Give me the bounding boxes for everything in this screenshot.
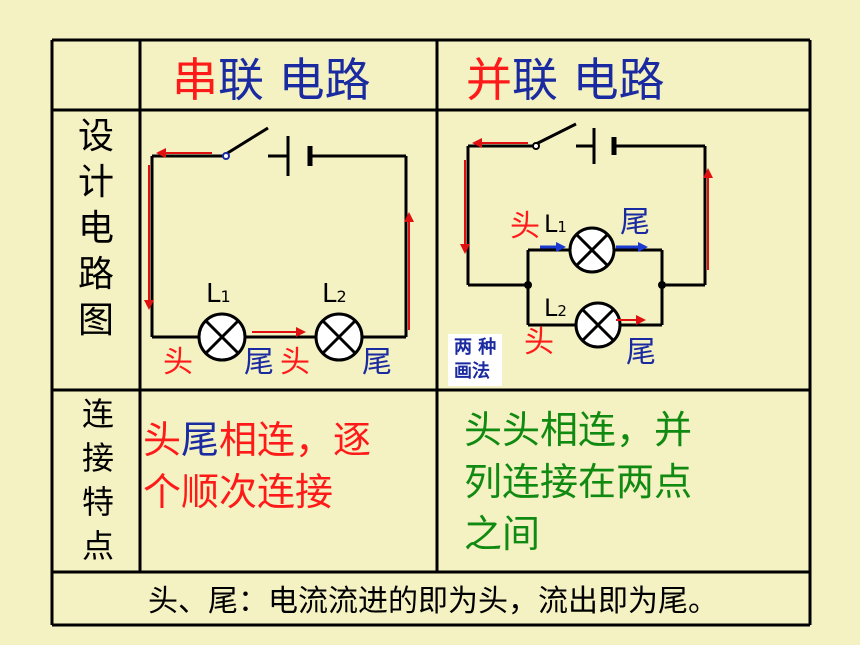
row-label-char: 连: [81, 395, 114, 433]
parallel-lamp-2-label: L2: [544, 294, 567, 322]
series-title: 串联 电路: [172, 53, 371, 107]
series-head-label: 头: [163, 345, 193, 380]
parallel-blue-arrows: [540, 242, 648, 252]
row-label-features: 连 接 特 点: [70, 392, 126, 568]
footer-definition: 头、尾：电流流进的即为头，流出即为尾。: [148, 584, 718, 619]
parallel-head-label: 头: [524, 325, 554, 360]
series-head-label: 头: [280, 345, 310, 380]
parallel-title: 并联 电路: [466, 53, 665, 107]
series-switch-pivot: [222, 152, 230, 160]
row-label-char: 电: [77, 208, 114, 249]
row-label-char: 设: [77, 116, 114, 157]
series-feature-tail: 尾: [181, 418, 220, 462]
series-lamp-2-label: L2: [322, 279, 347, 309]
parallel-tail-label: 尾: [620, 205, 650, 240]
parallel-lamp-1-label: L1: [544, 210, 567, 238]
parallel-lamp-2: [574, 301, 622, 349]
two-methods-note: 两 种 画法: [448, 334, 503, 386]
row-label-char: 计: [77, 162, 114, 203]
row-label-char: 接: [81, 439, 114, 477]
parallel-tail-label: 尾: [626, 335, 656, 370]
table-grid: [50, 38, 812, 627]
series-feature-line2: 个顺次连接: [143, 470, 334, 514]
row-label-char: 特: [81, 483, 114, 521]
series-feature-rest: 相连，逐: [219, 418, 372, 462]
parallel-features-text: 头头相连，并 列连接在两点 之间: [464, 404, 804, 560]
row-label-char: 路: [77, 254, 114, 295]
row-label-char: 点: [81, 527, 114, 565]
series-feature-head: 头: [143, 418, 182, 462]
series-current-arrows: [144, 148, 414, 337]
parallel-head-label: 头: [510, 209, 540, 244]
row-label-char: 图: [77, 300, 114, 341]
series-lamp-1: [197, 312, 247, 362]
parallel-feature-line: 头头相连，并: [464, 408, 693, 452]
series-switch: [225, 126, 269, 156]
row-label-design: 设 计 电 路 图: [68, 114, 124, 344]
series-circuit: [150, 126, 408, 339]
junction-right: [658, 281, 666, 289]
series-lamp-2: [314, 312, 364, 362]
parallel-circuit: [466, 122, 707, 327]
parallel-lamp-1: [568, 226, 616, 274]
parallel-feature-line: 列连接在两点: [464, 460, 693, 504]
parallel-title-rest: 联 电路: [512, 53, 665, 107]
note-line: 两 种: [454, 337, 497, 358]
note-line: 画法: [454, 361, 490, 382]
parallel-current-arrows: [460, 138, 713, 325]
junction-left: [524, 281, 532, 289]
parallel-switch-pivot: [532, 142, 540, 150]
series-features-text: 头尾相连，逐 个顺次连接: [143, 414, 435, 518]
series-title-char: 串: [172, 53, 218, 107]
series-tail-label: 尾: [244, 345, 274, 380]
parallel-title-char: 并: [466, 53, 512, 107]
series-lamp-1-label: L1: [206, 279, 231, 309]
parallel-feature-line: 之间: [464, 512, 541, 556]
series-title-rest: 联 电路: [218, 53, 371, 107]
series-tail-label: 尾: [362, 345, 392, 380]
